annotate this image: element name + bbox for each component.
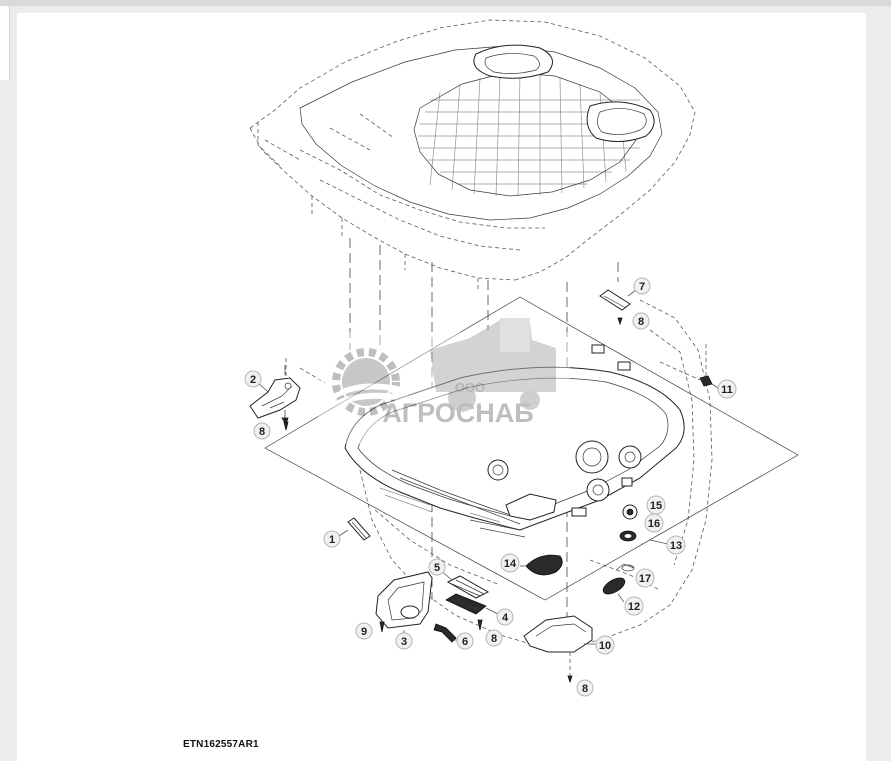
watermark-company-name: АГРОСНАБ bbox=[382, 398, 533, 428]
callout-11: 11 bbox=[717, 379, 737, 399]
part-7-latch bbox=[599, 289, 637, 326]
harvester-icon bbox=[430, 318, 556, 412]
gear-icon bbox=[332, 348, 410, 416]
callout-8-bottom: 8 bbox=[576, 679, 594, 697]
callout-8-left: 8 bbox=[253, 422, 271, 440]
svg-text:5: 5 bbox=[434, 562, 440, 574]
callout-4: 4 bbox=[496, 608, 514, 626]
figure-reference-code: ETN162557AR1 bbox=[183, 739, 259, 750]
part-12-lamp bbox=[602, 577, 626, 603]
headliner-panel bbox=[264, 296, 799, 601]
part-2-bracket bbox=[249, 358, 326, 425]
watermark-prefix: ООО bbox=[455, 380, 485, 395]
svg-text:8: 8 bbox=[582, 683, 588, 695]
callout-3: 3 bbox=[395, 632, 413, 650]
svg-text:14: 14 bbox=[504, 558, 517, 570]
company-watermark: ООО АГРОСНАБ bbox=[318, 318, 570, 444]
callout-9: 9 bbox=[355, 622, 373, 640]
svg-text:17: 17 bbox=[639, 573, 651, 585]
callout-10: 10 bbox=[595, 635, 615, 655]
part-11-fastener bbox=[659, 344, 719, 389]
part-1-strip bbox=[335, 517, 371, 541]
callouts: 1 2 3 4 5 6 7 8 9 10 11 12 13 14 15 16 1… bbox=[244, 277, 737, 697]
svg-text:15: 15 bbox=[650, 500, 662, 512]
callout-7: 7 bbox=[633, 277, 651, 295]
svg-text:8: 8 bbox=[259, 426, 265, 438]
cab-roof-assembly bbox=[249, 19, 696, 292]
callout-12: 12 bbox=[624, 596, 644, 616]
svg-text:8: 8 bbox=[638, 316, 644, 328]
callout-6: 6 bbox=[456, 632, 474, 650]
part-4-vent bbox=[445, 593, 499, 615]
callout-1: 1 bbox=[323, 530, 341, 548]
callout-8-top: 8 bbox=[632, 312, 650, 330]
part-10-bracket bbox=[523, 615, 596, 684]
svg-text:16: 16 bbox=[648, 518, 660, 530]
callout-16: 16 bbox=[644, 513, 664, 533]
part-14-lamp bbox=[520, 554, 563, 576]
part-13-leader bbox=[649, 539, 669, 545]
svg-text:7: 7 bbox=[639, 281, 645, 293]
callout-2: 2 bbox=[244, 370, 262, 388]
svg-text:13: 13 bbox=[670, 540, 682, 552]
callout-13: 13 bbox=[666, 535, 686, 555]
svg-text:10: 10 bbox=[599, 640, 611, 652]
callout-17: 17 bbox=[635, 568, 655, 588]
svg-text:4: 4 bbox=[502, 612, 509, 624]
callout-5: 5 bbox=[428, 558, 446, 576]
svg-text:8: 8 bbox=[491, 633, 497, 645]
part-5-grille bbox=[439, 569, 490, 599]
part-16-ring bbox=[619, 530, 637, 542]
svg-text:12: 12 bbox=[628, 601, 640, 613]
part-6-screw bbox=[433, 623, 460, 643]
callout-15: 15 bbox=[646, 495, 666, 515]
svg-text:2: 2 bbox=[250, 374, 256, 386]
svg-text:11: 11 bbox=[721, 384, 733, 396]
svg-text:3: 3 bbox=[401, 636, 407, 648]
callout-8-mid: 8 bbox=[485, 629, 503, 647]
left-side-tab bbox=[0, 6, 10, 80]
part-15-ring bbox=[622, 504, 638, 520]
svg-text:9: 9 bbox=[361, 626, 367, 638]
part-3-cover bbox=[375, 571, 433, 636]
svg-text:6: 6 bbox=[462, 636, 468, 648]
svg-text:1: 1 bbox=[329, 534, 335, 546]
part-17-wire bbox=[615, 563, 635, 572]
callout-14: 14 bbox=[500, 553, 520, 573]
screws bbox=[283, 421, 483, 633]
window-top-strip bbox=[0, 0, 891, 6]
